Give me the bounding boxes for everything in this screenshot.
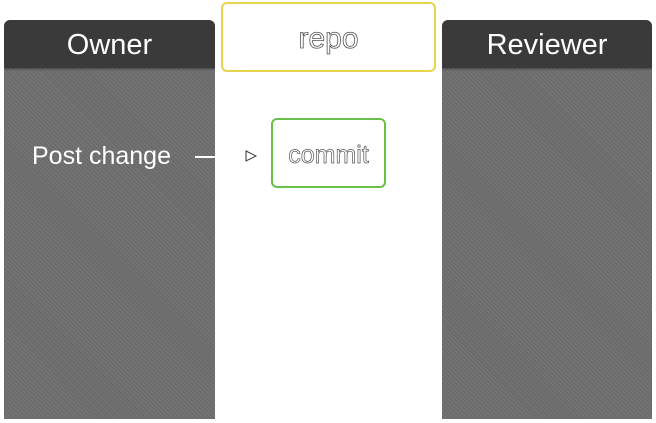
post-change-connector bbox=[195, 156, 215, 158]
reviewer-lane-header: Reviewer bbox=[442, 20, 652, 68]
commit-node: commit bbox=[271, 118, 386, 188]
reviewer-lane: Reviewer bbox=[442, 20, 652, 419]
owner-lane: Owner bbox=[4, 20, 215, 419]
post-change-label: Post change bbox=[32, 142, 171, 170]
repo-lane-header: repo bbox=[221, 2, 436, 72]
arrow-head-icon bbox=[245, 150, 258, 162]
owner-lane-header: Owner bbox=[4, 20, 215, 68]
